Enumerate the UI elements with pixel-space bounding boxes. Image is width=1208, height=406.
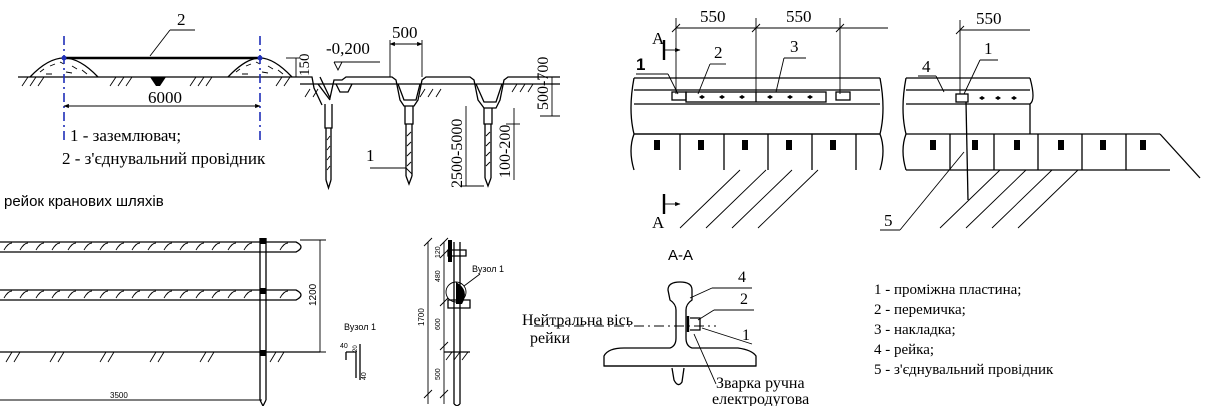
dim-120: 120 xyxy=(435,246,442,258)
legend-item-1: 1 - проміжна пластина; xyxy=(874,282,1021,298)
legend-fig1-2: 2 - з'єднувальний провідник xyxy=(62,149,266,168)
dim-550-c: 550 xyxy=(976,9,1002,28)
legend-fig1-1: 1 - заземлювач; xyxy=(70,126,181,145)
dim-20: 20 xyxy=(353,345,359,352)
callout-2: 2 xyxy=(177,10,186,29)
rail-pattern xyxy=(3,242,289,363)
dim-40b: 40 xyxy=(361,372,368,380)
level-mark: -0,200 xyxy=(326,39,370,58)
dim-550-a: 550 xyxy=(700,7,726,26)
callout-2: 2 xyxy=(714,43,723,62)
callout-1: 1 xyxy=(366,146,375,165)
dim-500-700: 500-700 xyxy=(535,57,552,110)
dim-1200: 1200 xyxy=(308,283,319,306)
weld-line1: Зварка ручна xyxy=(716,375,805,392)
fig1-grounding-section: 6000 2 150 xyxy=(18,10,560,191)
dim-550-b: 550 xyxy=(786,7,812,26)
callout-1a: 1 xyxy=(636,55,645,74)
dim-500: 500 xyxy=(435,368,442,380)
section-aa-title: А-А xyxy=(668,247,693,264)
legend-item-3: 3 - накладка; xyxy=(874,322,956,338)
callout-1-aa: 1 xyxy=(742,327,750,344)
caption-rails: рейок кранових шляхів xyxy=(4,193,164,210)
fig5-section-aa: А-А Нейтральна вісь рейки 4 2 1 Зварка р… xyxy=(522,247,809,406)
dim-480: 480 xyxy=(435,270,442,282)
legend-item-4: 4 - рейка; xyxy=(874,342,934,358)
legend-item-2: 2 - перемичка; xyxy=(874,302,966,318)
callout-1b: 1 xyxy=(984,39,993,58)
callout-4: 4 xyxy=(922,57,931,76)
dim-1700: 1700 xyxy=(417,308,426,326)
dim-500-top: 500 xyxy=(392,23,418,42)
callout-5: 5 xyxy=(884,211,893,230)
node-label-fig3: Вузол 1 xyxy=(344,322,376,332)
dim-2500-5000: 2500-5000 xyxy=(449,119,466,188)
fig2-rail-joint: 550 550 А xyxy=(630,7,1201,232)
section-a-bottom: А xyxy=(652,213,665,232)
callout-3: 3 xyxy=(790,37,799,56)
node-label-fig4: Вузол 1 xyxy=(472,264,504,274)
dim-600: 600 xyxy=(435,318,442,330)
neutral-axis-line2: рейки xyxy=(530,330,570,347)
dim-100-200: 100-200 xyxy=(497,125,514,178)
dim-6000: 6000 xyxy=(148,88,182,107)
dim-3500: 3500 xyxy=(110,391,128,400)
callout-2-aa: 2 xyxy=(740,291,748,308)
legend-right: 1 - проміжна пластина; 2 - перемичка; 3 … xyxy=(874,282,1054,378)
section-a-top: А xyxy=(652,29,665,48)
legend-item-5: 5 - з'єднувальний провідник xyxy=(874,362,1054,378)
fig3-crane-rails: 1200 3500 Вузол 1 40 20 40 xyxy=(0,238,376,406)
dim-150: 150 xyxy=(297,54,313,77)
dim-40: 40 xyxy=(340,343,348,350)
fig4-vertical-section: 1700 120 480 600 500 Вузол 1 xyxy=(417,237,504,406)
neutral-axis-line1: Нейтральна вісь xyxy=(522,312,633,329)
weld-line2: електродугова xyxy=(712,391,809,406)
callout-4-aa: 4 xyxy=(738,269,746,286)
